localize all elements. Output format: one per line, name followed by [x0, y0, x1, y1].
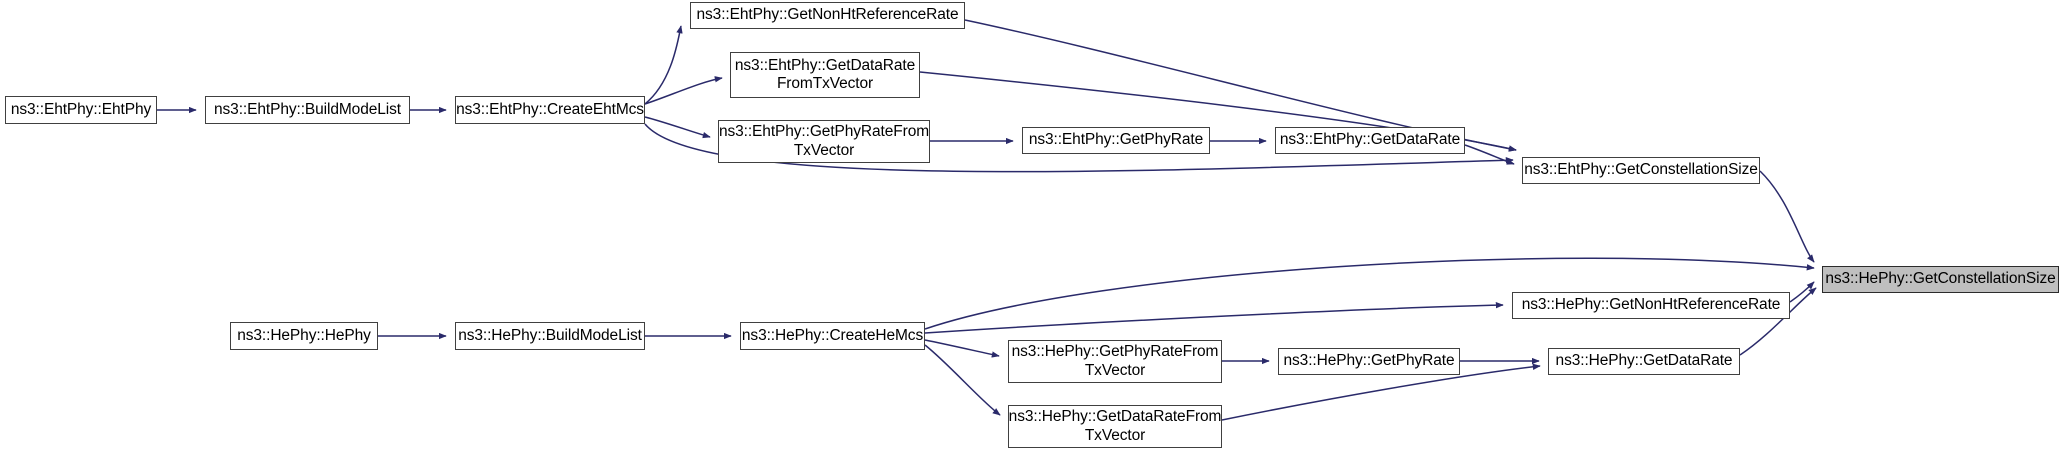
- graph-node-eht_dr_tx[interactable]: ns3::EhtPhy::GetDataRate FromTxVector: [730, 52, 920, 98]
- edge-he_nonht-to-he_const: [1789, 281, 1815, 303]
- graph-node-he_phyrate[interactable]: ns3::HePhy::GetPhyRate: [1278, 348, 1460, 375]
- graph-node-he_hephy[interactable]: ns3::HePhy::HePhy: [230, 322, 378, 350]
- graph-node-eht_pr_tx[interactable]: ns3::EhtPhy::GetPhyRateFrom TxVector: [718, 120, 930, 163]
- edge-eht_datarate-to-eht_const: [1464, 144, 1515, 165]
- graph-node-he_datarate[interactable]: ns3::HePhy::GetDataRate: [1548, 348, 1740, 375]
- graph-node-eht_datarate[interactable]: ns3::EhtPhy::GetDataRate: [1275, 127, 1465, 154]
- edge-he_createmcs-to-he_nonht: [924, 301, 1504, 334]
- edge-paths: [157, 19, 1817, 421]
- edge-he_dr_tx-to-he_datarate: [1221, 363, 1541, 421]
- graph-node-he_nonht[interactable]: ns3::HePhy::GetNonHtReferenceRate: [1512, 292, 1790, 319]
- edge-eht_const-to-he_const: [1759, 170, 1815, 263]
- graph-node-eht_nonht[interactable]: ns3::EhtPhy::GetNonHtReferenceRate: [690, 2, 965, 29]
- graph-node-he_pr_tx[interactable]: ns3::HePhy::GetPhyRateFrom TxVector: [1008, 340, 1222, 383]
- edge-he_createmcs-to-he_dr_tx: [924, 344, 1001, 416]
- edge-he_createmcs-to-he_const: [924, 257, 1815, 330]
- graph-node-he_createmcs[interactable]: ns3::HePhy::CreateHeMcs: [740, 322, 925, 350]
- graph-node-he_buildmode[interactable]: ns3::HePhy::BuildModeList: [455, 322, 645, 350]
- edge-he_createmcs-to-he_pr_tx: [924, 339, 1000, 358]
- graph-node-eht_phyrate[interactable]: ns3::EhtPhy::GetPhyRate: [1022, 127, 1210, 154]
- graph-node-he_const[interactable]: ns3::HePhy::GetConstellationSize: [1822, 266, 2059, 293]
- edge-eht_createmcs-to-eht_dr_tx: [644, 76, 723, 105]
- graph-node-eht_buildmode[interactable]: ns3::EhtPhy::BuildModeList: [205, 96, 410, 124]
- graph-node-eht_const[interactable]: ns3::EhtPhy::GetConstellationSize: [1522, 157, 1760, 184]
- graph-node-he_dr_tx[interactable]: ns3::HePhy::GetDataRateFrom TxVector: [1008, 405, 1222, 448]
- graph-node-eht_createmcs[interactable]: ns3::EhtPhy::CreateEhtMcs: [455, 96, 645, 124]
- graph-node-eht_ehtphy[interactable]: ns3::EhtPhy::EhtPhy: [5, 96, 157, 124]
- edge-he_datarate-to-he_const: [1739, 287, 1817, 356]
- edge-eht_createmcs-to-eht_pr_tx: [644, 116, 711, 139]
- edge-eht_createmcs-to-eht_nonht: [644, 25, 683, 105]
- edge-eht_createmcs-to-eht_const: [644, 123, 1514, 173]
